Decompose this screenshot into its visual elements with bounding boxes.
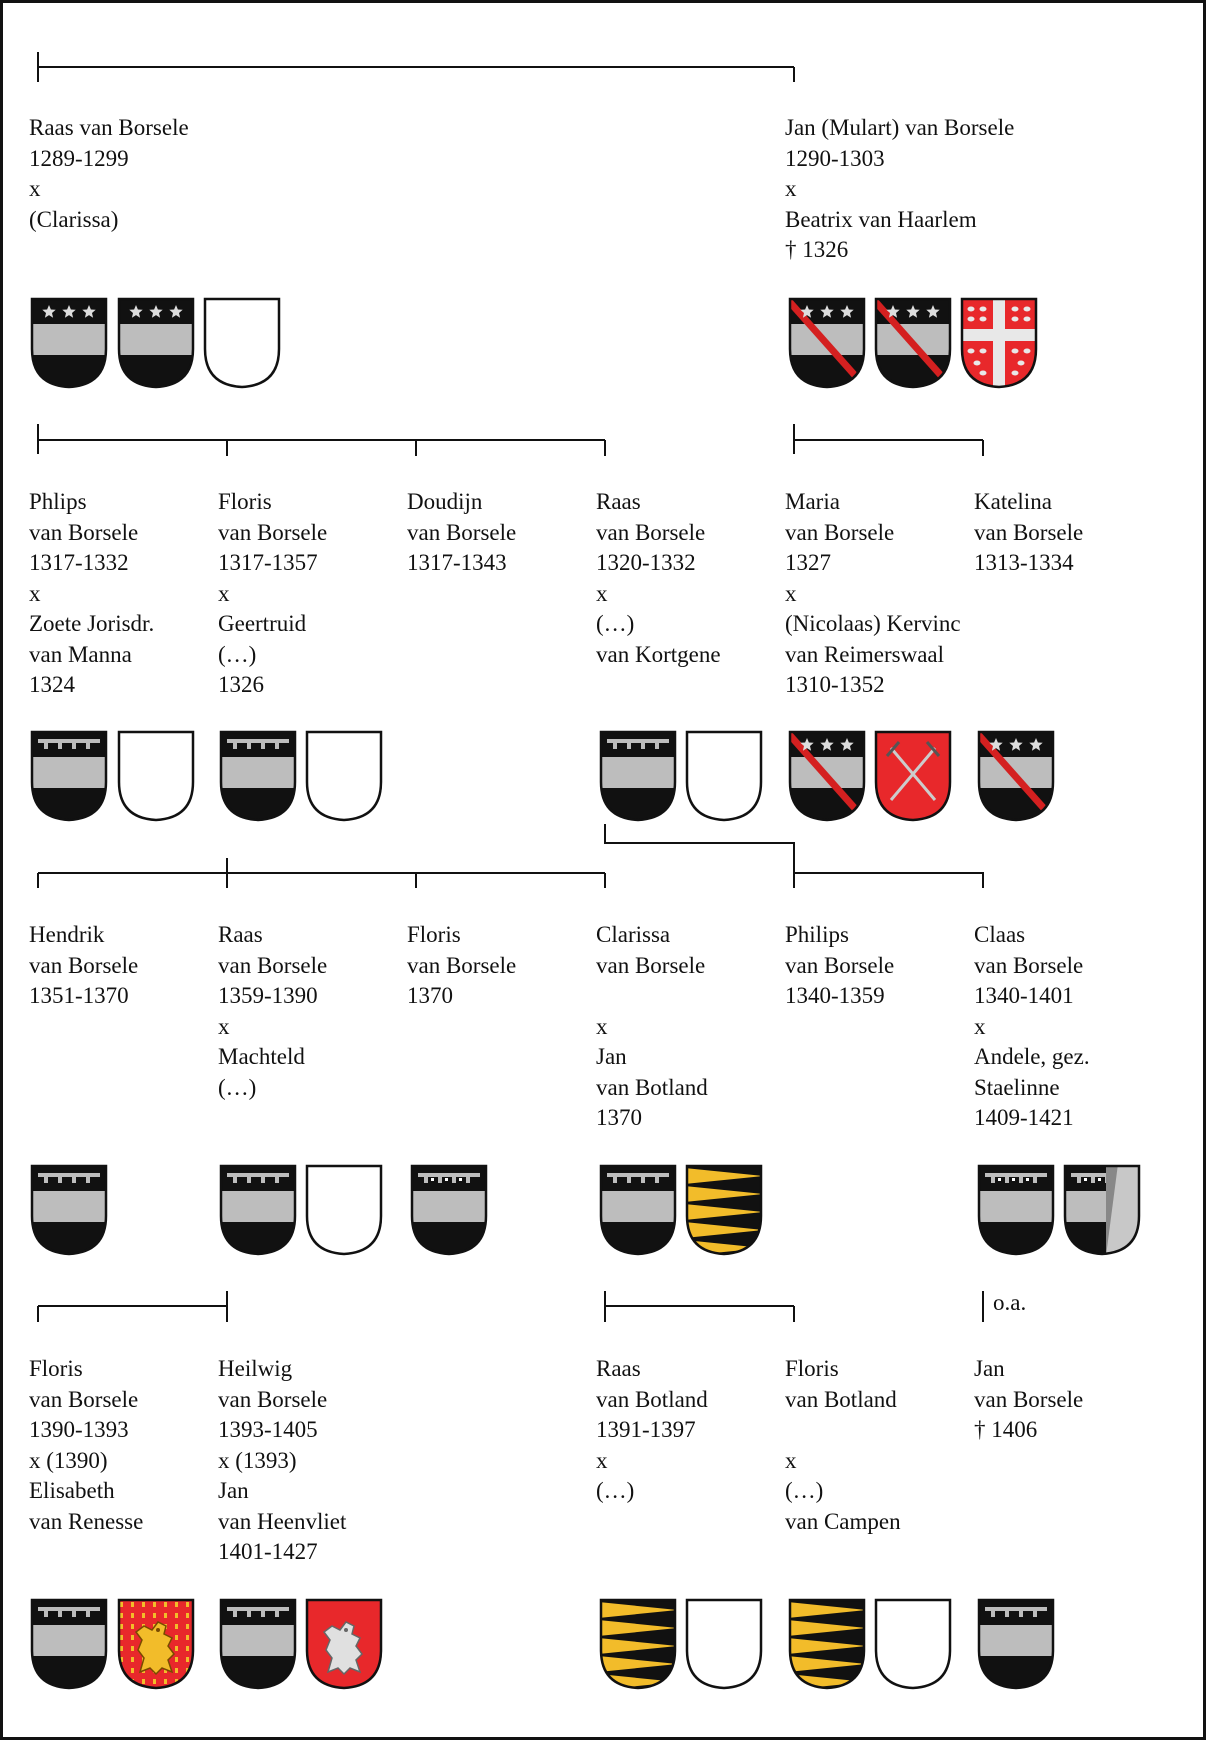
- shield-blank: [304, 1164, 384, 1256]
- connector-gen4-mid: [605, 1291, 794, 1322]
- note-oa: o.a.: [993, 1290, 1026, 1316]
- shield-blank: [684, 730, 764, 822]
- shield-blank: [304, 730, 384, 822]
- connector-gen2-right: [794, 424, 983, 456]
- shield-borsele-stars-bend: [976, 730, 1056, 822]
- shield-borsele-label: [976, 1598, 1056, 1690]
- shield-borsele-label-dots: [976, 1164, 1056, 1256]
- shield-borsele-label-dots-grey: [1062, 1164, 1142, 1256]
- shield-renesse-lion: [116, 1598, 196, 1690]
- shield-borsele-stars: [29, 297, 109, 389]
- shield-borsele-stars-bend: [787, 730, 867, 822]
- shield-haarlem-cross: [959, 297, 1039, 389]
- shield-borsele-stars: [116, 297, 196, 389]
- shield-borsele-label: [29, 730, 109, 822]
- shield-blank: [202, 297, 282, 389]
- shield-borsele-label: [218, 730, 298, 822]
- shield-blank: [684, 1598, 764, 1690]
- connector-gen3-left: [38, 858, 605, 888]
- shield-borsele-stars-bend: [787, 297, 867, 389]
- connector-gen2-left: [38, 424, 605, 456]
- shield-botland-dancetty: [598, 1598, 678, 1690]
- shield-borsele-label: [29, 1164, 109, 1256]
- connector-gen3-right: [605, 824, 983, 888]
- shield-botland-dancetty: [787, 1598, 867, 1690]
- shield-borsele-label: [29, 1598, 109, 1690]
- connector-gen1: [38, 52, 794, 82]
- shield-borsele-label: [598, 730, 678, 822]
- shield-borsele-stars-bend: [873, 297, 953, 389]
- connector-gen4-left: [38, 1291, 227, 1322]
- shield-kervinc-swords: [873, 730, 953, 822]
- shield-borsele-label-dots: [409, 1164, 489, 1256]
- shield-borsele-label: [598, 1164, 678, 1256]
- shield-borsele-label: [218, 1164, 298, 1256]
- shield-borsele-label: [218, 1598, 298, 1690]
- shield-botland-dancetty: [684, 1164, 764, 1256]
- shield-blank: [116, 730, 196, 822]
- shield-heenvliet-lion: [304, 1598, 384, 1690]
- shield-blank: [873, 1598, 953, 1690]
